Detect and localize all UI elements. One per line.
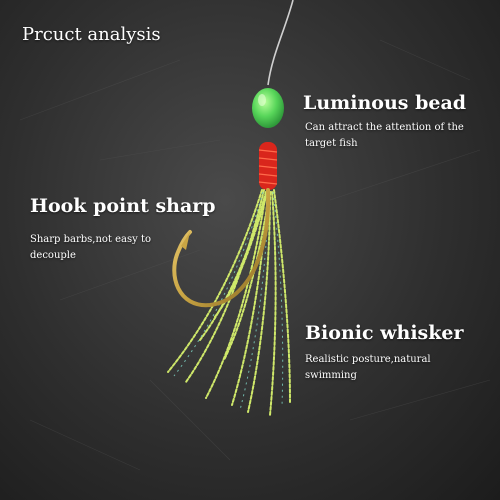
bionic-whisker-description: Realistic posture,natural swimming — [305, 354, 431, 381]
luminous-bead-description: Can attract the attention of the target … — [305, 122, 464, 149]
background-texture — [19, 39, 491, 471]
hook-point-description: Sharp barbs,not easy to decouple — [30, 234, 152, 261]
luminous-bead-heading: Luminous bead — [303, 92, 467, 114]
thread-wrap — [258, 142, 278, 190]
bionic-whisker — [167, 189, 291, 416]
hook-barb-icon — [181, 232, 190, 250]
fishing-line — [267, 0, 294, 86]
page-title: Prcuct analysis — [22, 24, 161, 45]
bionic-whisker-heading: Bionic whisker — [305, 322, 464, 344]
hook-point-heading: Hook point sharp — [30, 195, 216, 217]
luminous-bead — [252, 88, 284, 128]
golden-hook — [172, 188, 271, 308]
